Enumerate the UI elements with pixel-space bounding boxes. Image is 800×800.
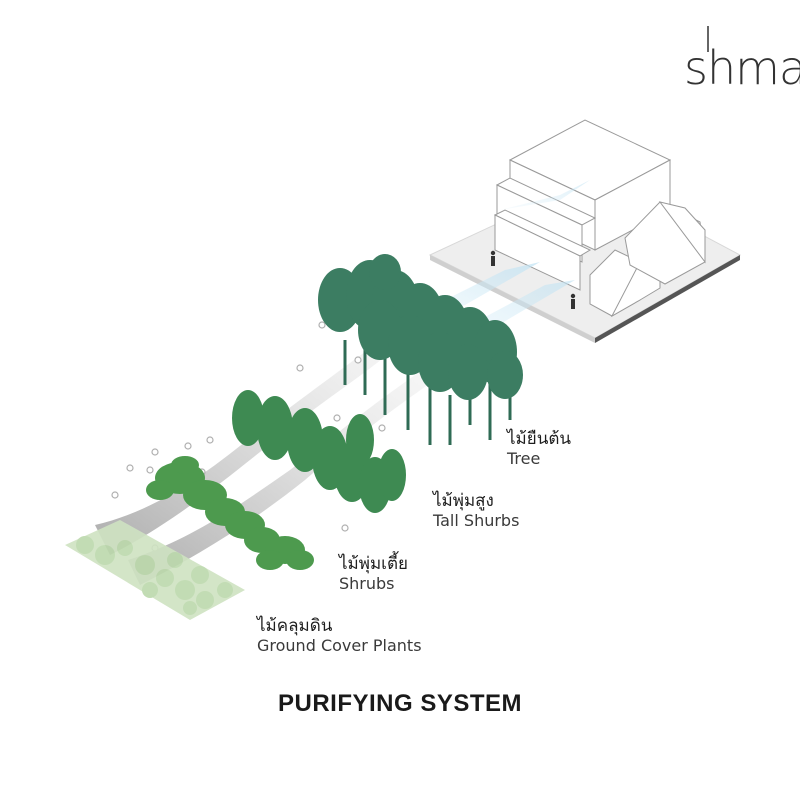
houses [589,201,706,318]
label-tree-thai: ไม้ยืนต้น [507,429,571,449]
label-tree-english: Tree [507,448,541,468]
label-tall-shrubs-thai: ไม้พุ่มสูง [433,491,494,511]
label-ground-cover: ไม้คลุมดิน Ground Cover Plants [257,616,422,655]
label-ground-cover-thai: ไม้คลุมดิน [257,616,333,636]
label-shrubs-thai: ไม้พุ่มเตี้ย [339,554,408,574]
ground-cover-plants [65,520,245,620]
tall-shrubs [232,390,406,513]
label-ground-cover-english: Ground Cover Plants [257,635,422,655]
low-shrubs [146,456,314,570]
diagram-title: PURIFYING SYSTEM [277,690,523,717]
pedestrian-figures [490,250,576,309]
tall-trees [318,254,523,445]
label-tall-shrubs-english: Tall Shurbs [433,510,520,530]
label-shrubs: ไม้พุ่มเตี้ย Shrubs [339,554,408,593]
svg-text:shma: shma [684,41,800,95]
label-tall-shrubs: ไม้พุ่มสูง Tall Shurbs [433,491,520,530]
tree-canopy [318,254,523,400]
label-tree: ไม้ยืนต้น Tree [507,429,571,468]
site-platform-edge [595,255,740,343]
shma-logo: shma [684,26,800,95]
label-shrubs-english: Shrubs [339,573,395,593]
